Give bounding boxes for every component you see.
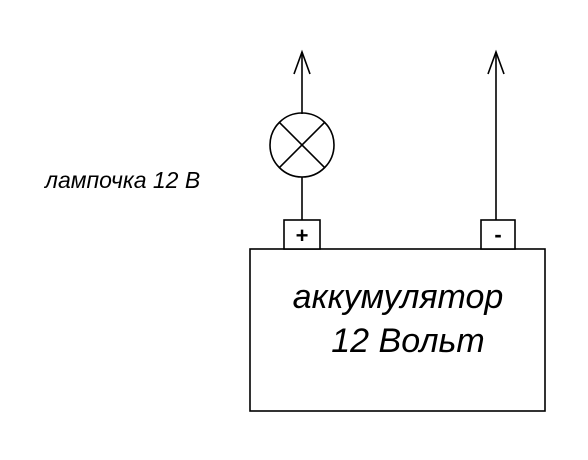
lamp-symbol (269, 112, 335, 178)
positive-terminal: + (283, 219, 321, 250)
negative-branch (487, 49, 505, 220)
lamp-cross-line-2 (278, 121, 326, 169)
positive-terminal-label: + (296, 223, 309, 248)
negative-terminal-box (480, 219, 516, 250)
positive-terminal-box (283, 219, 321, 250)
battery-label-line2: 12 Вольт (331, 322, 484, 360)
negative-terminal-label: - (494, 222, 501, 247)
positive-arrow-head (293, 49, 311, 75)
negative-arrow-head (487, 49, 505, 75)
battery-label-line1: аккумулятор (293, 278, 504, 316)
negative-terminal: - (480, 219, 516, 250)
lamp-label: лампочка 12 В (43, 167, 200, 193)
battery-body (249, 248, 546, 412)
positive-branch (269, 49, 335, 220)
